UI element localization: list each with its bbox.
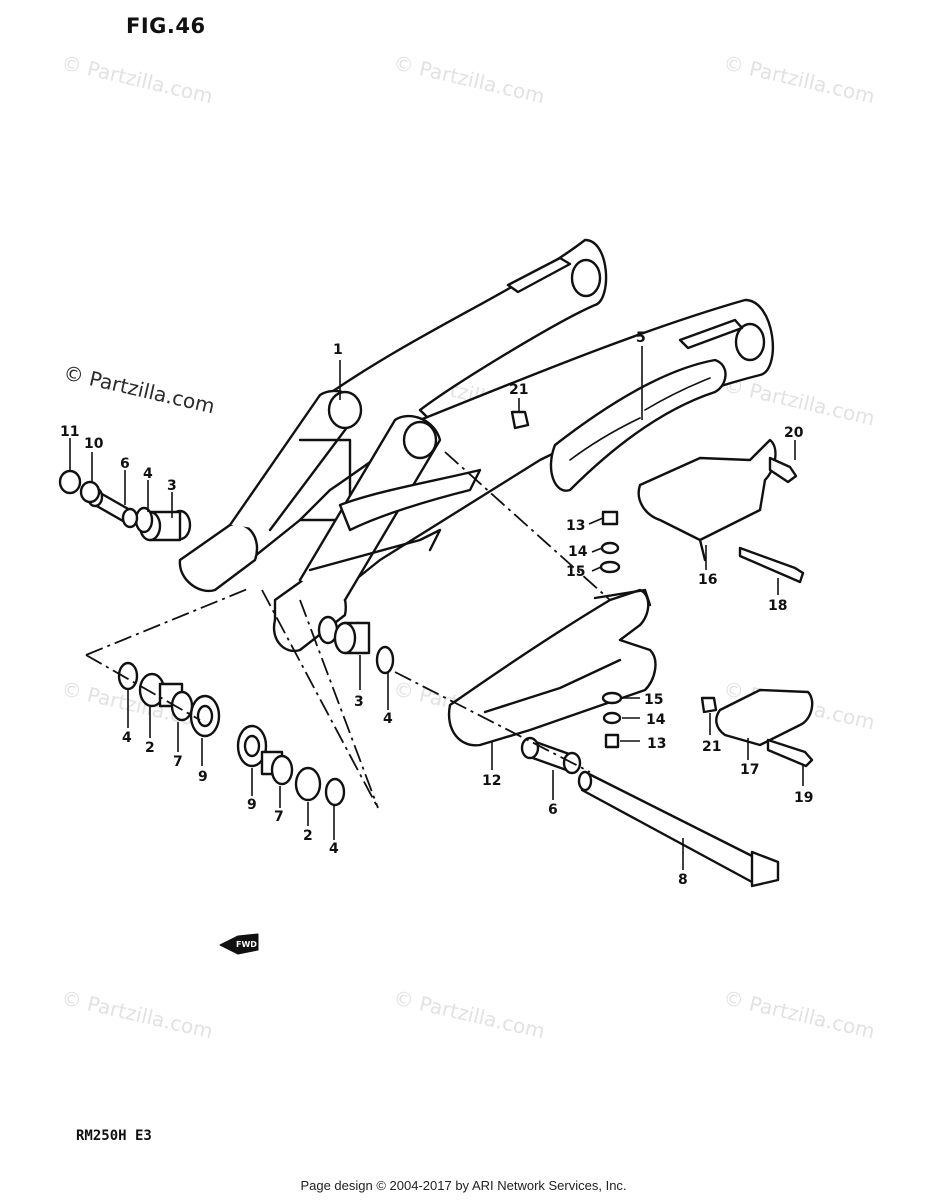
callout-numbers: 1 5 21 11 10 6 4 3 20 13 14 15 16 18 3 4… xyxy=(60,330,813,888)
callout-7: 7 xyxy=(173,754,183,770)
callout-13: 13 xyxy=(566,518,585,534)
nut-21b xyxy=(700,696,718,714)
figure-label: FIG.46 xyxy=(126,14,206,38)
oil-seal-4b xyxy=(375,645,395,675)
fwd-arrow-icon xyxy=(219,933,259,955)
swingarm-pivot-left xyxy=(178,523,259,593)
callout-15: 15 xyxy=(566,564,585,580)
callout-8: 8 xyxy=(678,872,688,888)
washer-14b xyxy=(602,711,622,725)
washer-2b xyxy=(294,766,322,802)
model-code: RM250H E3 xyxy=(76,1128,152,1144)
callout-11: 11 xyxy=(60,424,79,440)
washer-10 xyxy=(79,480,101,504)
bolt-20 xyxy=(768,456,798,484)
callout-2: 2 xyxy=(303,828,313,844)
washer-15a xyxy=(599,560,621,574)
callout-16: 16 xyxy=(698,572,717,588)
callout-18: 18 xyxy=(768,598,787,614)
callout-20: 20 xyxy=(784,425,804,441)
callout-17: 17 xyxy=(740,762,759,778)
callout-21: 21 xyxy=(509,382,528,398)
callout-6: 6 xyxy=(120,456,130,472)
washer-14a xyxy=(600,541,620,555)
callout-4: 4 xyxy=(383,711,393,727)
callout-14: 14 xyxy=(646,712,666,728)
bracket-17 xyxy=(715,688,814,747)
callout-12: 12 xyxy=(482,773,501,789)
assembly-lines xyxy=(85,451,611,809)
swingarm-logo-plate xyxy=(549,358,727,492)
pivot-axle-8 xyxy=(580,770,770,884)
spacer-7b xyxy=(270,754,294,786)
callout-3: 3 xyxy=(167,478,177,494)
callout-4: 4 xyxy=(143,466,153,482)
callout-2: 2 xyxy=(145,740,155,756)
callout-9: 9 xyxy=(247,797,257,813)
callout-4: 4 xyxy=(122,730,132,746)
oil-seal-4 xyxy=(134,506,154,534)
callout-15: 15 xyxy=(644,692,663,708)
callout-6: 6 xyxy=(548,802,558,818)
nut-21a xyxy=(510,410,530,430)
callout-21: 21 xyxy=(702,739,721,755)
callout-1: 1 xyxy=(333,342,343,358)
spacer-6b xyxy=(520,736,540,760)
chain-guide-bracket-16 xyxy=(637,438,777,542)
callout-19: 19 xyxy=(794,790,813,806)
callout-3: 3 xyxy=(354,694,364,710)
callout-9: 9 xyxy=(198,769,208,785)
callout-5: 5 xyxy=(636,330,646,346)
oil-seal-4d xyxy=(324,777,346,807)
bolt-13b xyxy=(604,733,620,749)
bolt-18 xyxy=(738,546,805,584)
washer-15b xyxy=(601,691,623,705)
callout-10: 10 xyxy=(84,436,104,452)
footer-copyright: Page design © 2004-2017 by ARI Network S… xyxy=(300,1178,627,1193)
callout-13: 13 xyxy=(647,736,666,752)
nut-11 xyxy=(58,469,82,495)
callout-14: 14 xyxy=(568,544,588,560)
bolt-13a xyxy=(601,510,619,526)
cushion-lever-12 xyxy=(447,588,657,747)
callout-7: 7 xyxy=(274,809,284,825)
callout-4: 4 xyxy=(329,841,339,857)
fwd-label: FWD xyxy=(236,940,257,949)
bolt-19 xyxy=(766,738,814,768)
leader-lines xyxy=(69,346,804,870)
